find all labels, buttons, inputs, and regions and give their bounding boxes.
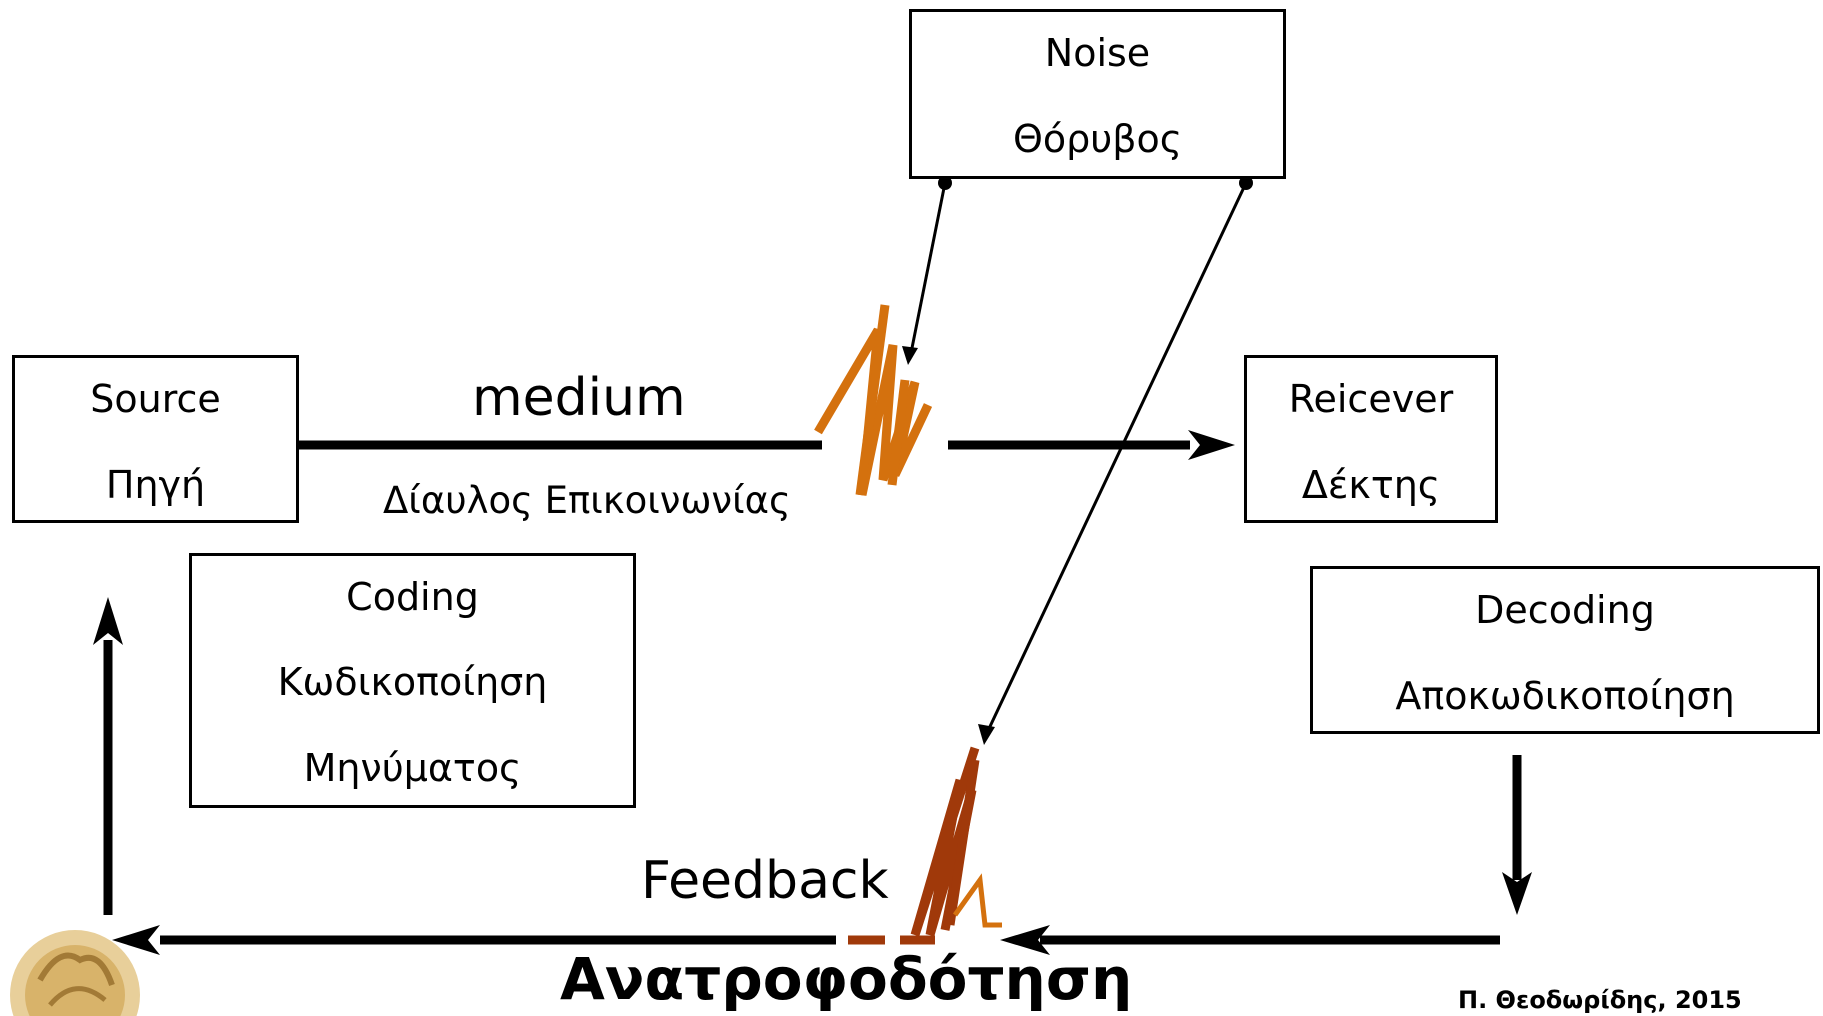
medium-label: medium — [472, 368, 686, 428]
source-label: Source — [90, 377, 221, 421]
receiver-label-greek: Δέκτης — [1301, 463, 1441, 507]
return-up-arrowhead — [93, 597, 123, 645]
credit-label: Π. Θεοδωρίδης, 2015 — [1458, 986, 1742, 1014]
noise-label-greek: Θόρυβος — [1012, 117, 1183, 161]
channel-label: Δίαυλος Επικοινωνίας — [383, 479, 791, 522]
feedback-noise-scribble — [910, 746, 980, 937]
coding-label: Coding — [346, 575, 479, 619]
feedback-arrowhead-mid — [1000, 925, 1050, 955]
coding-label-greek-2: Μηνύματος — [303, 746, 522, 790]
source-label-greek: Πηγή — [105, 463, 206, 507]
decoding-label-greek: Αποκωδικοποίηση — [1395, 674, 1735, 718]
receiver-box: Reicever Δέκτης — [1244, 355, 1498, 523]
receiver-label: Reicever — [1288, 377, 1454, 421]
feedback-arrowhead-left — [112, 925, 160, 955]
noise-box: Noise Θόρυβος — [909, 9, 1286, 179]
noise-to-medium-arrow — [908, 182, 947, 359]
source-box: Source Πηγή — [12, 355, 299, 523]
noise-label: Noise — [1044, 31, 1151, 75]
noise-to-feedback-arrow — [984, 182, 1248, 736]
noise-to-medium-arrowhead — [902, 346, 918, 365]
feedback-greek-label: Ανατροφοδότηση — [560, 945, 1133, 1013]
medium-noise-scribble — [814, 304, 933, 496]
feedback-label: Feedback — [641, 851, 889, 911]
noise-to-feedback-arrowhead — [978, 724, 995, 745]
coding-label-greek: Κωδικοποίηση — [277, 660, 548, 704]
feedback-noise-scribble-tail — [952, 873, 1002, 928]
decoding-box: Decoding Αποκωδικοποίηση — [1310, 566, 1820, 734]
university-logo — [10, 930, 140, 1016]
coding-box: Coding Κωδικοποίηση Μηνύματος — [189, 553, 636, 808]
decoding-label: Decoding — [1475, 588, 1655, 632]
decoding-down-arrowhead — [1502, 872, 1532, 915]
medium-arrowhead — [1188, 430, 1235, 460]
